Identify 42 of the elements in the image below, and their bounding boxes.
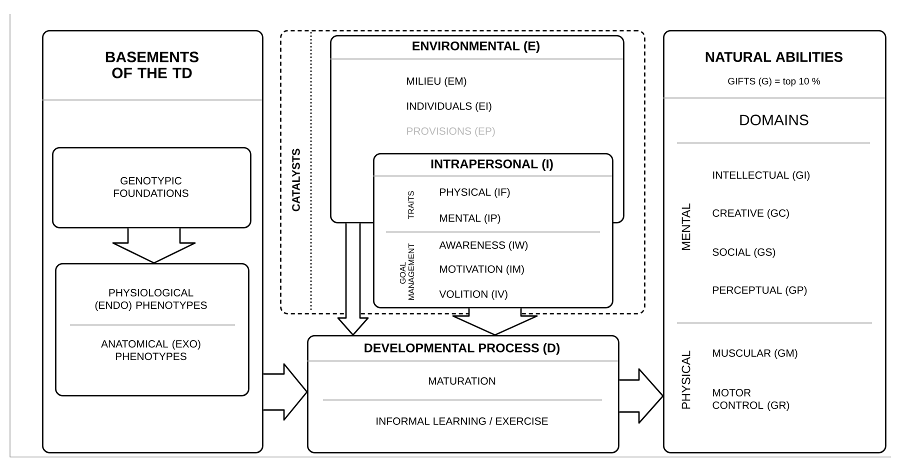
- block-arrow: [452, 308, 538, 336]
- panel: [662, 30, 886, 454]
- item-label: PERCEPTUAL (GP): [713, 286, 807, 296]
- dashed-group-box: [280, 30, 646, 314]
- box-label: INFORMAL LEARNING / EXERCISE: [376, 417, 548, 425]
- process-box: [52, 147, 252, 228]
- item-label: MENTAL (IP): [440, 214, 500, 224]
- item-label: PHYSICAL (IF): [440, 188, 510, 198]
- block-arrow: [112, 228, 196, 264]
- item-label: SOCIAL (GS): [712, 248, 776, 258]
- vertical-label: TRAITS: [408, 191, 414, 220]
- heading: NATURAL ABILITIES: [706, 52, 843, 62]
- box-label: ANATOMICAL (EXO) PHENOTYPES: [101, 340, 200, 360]
- item-label: PROVISIONS (EP): [407, 127, 495, 137]
- item-label: MOTIVATION (IM): [440, 265, 524, 275]
- item-label: MILIEU (EM): [407, 77, 466, 87]
- heading: ENVIRONMENTAL (E): [412, 41, 540, 53]
- block-arrow: [337, 222, 369, 336]
- vertical-label: CATALYSTS: [292, 148, 300, 212]
- item-label: MOTOR CONTROL (GR): [712, 389, 790, 411]
- box-label: PHYSIOLOGICAL (ENDO) PHENOTYPES: [95, 289, 207, 311]
- process-box: [306, 335, 620, 454]
- heading: DOMAINS: [740, 114, 808, 126]
- block-arrow: [262, 363, 308, 421]
- item-label: VOLITION (IV): [439, 290, 508, 300]
- item-label: CREATIVE (GC): [712, 209, 789, 219]
- vertical-label: MENTAL: [682, 204, 690, 250]
- subheading: GIFTS (G) = top 10 %: [728, 78, 820, 86]
- item-label: AWARENESS (IW): [439, 241, 528, 251]
- block-arrow: [618, 368, 664, 424]
- item-label: INTELLECTUAL (GI): [713, 171, 810, 181]
- box-label: GENOTYPIC FOUNDATIONS: [114, 177, 188, 197]
- vertical-label: GOAL MANAGEMENT: [400, 243, 414, 300]
- heading: DEVELOPMENTAL PROCESS (D): [364, 343, 560, 355]
- box-label: MATURATION: [428, 377, 496, 385]
- process-box: [372, 153, 614, 308]
- heading: BASEMENTS OF THE TD: [106, 52, 198, 78]
- item-label: INDIVIDUALS (EI): [407, 102, 492, 112]
- item-label: MUSCULAR (GM): [713, 349, 798, 359]
- process-box: [55, 263, 250, 396]
- vertical-label: PHYSICAL: [682, 350, 690, 409]
- heading: INTRAPERSONAL (I): [431, 159, 553, 171]
